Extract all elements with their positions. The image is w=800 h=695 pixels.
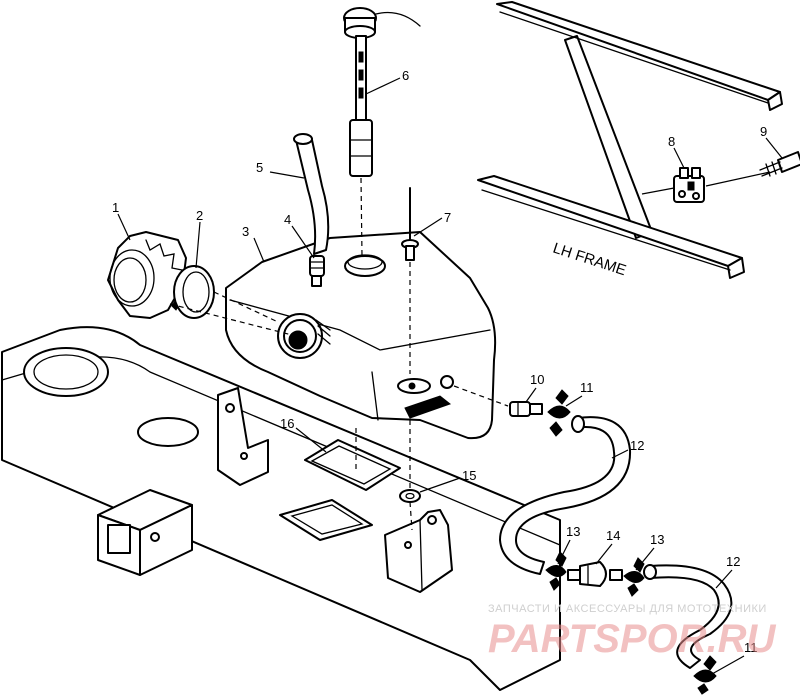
callout-6: 6 (402, 68, 409, 83)
callout-15: 15 (462, 468, 476, 483)
bolt-9 (759, 151, 800, 177)
fitting-10 (509, 401, 543, 417)
callout-11-upper: 11 (580, 380, 594, 395)
fuel-filter-14 (567, 561, 623, 587)
callout-12-upper: 12 (630, 438, 644, 453)
fuel-hose-12-upper (499, 415, 632, 575)
callout-11-lower: 11 (744, 640, 758, 655)
callout-4: 4 (284, 212, 291, 227)
clamp-11-lower (693, 655, 717, 695)
callout-16: 16 (280, 416, 294, 431)
cap-gasket-2 (173, 265, 215, 319)
callout-14: 14 (606, 528, 620, 543)
callout-9: 9 (760, 124, 767, 139)
callout-2: 2 (196, 208, 203, 223)
fuel-tank-3 (225, 231, 497, 440)
vent-tube-7 (401, 187, 419, 261)
callout-3: 3 (242, 224, 249, 239)
watermark-tagline: ЗАПЧАСТИ И АКСЕССУАРЫ ДЛЯ МОТОТЕХНИКИ (488, 603, 767, 615)
bracket-8 (673, 167, 705, 203)
vent-hose-5 (293, 133, 330, 255)
callout-5: 5 (256, 160, 263, 175)
callout-12-lower: 12 (726, 554, 740, 569)
callout-13-right: 13 (650, 532, 664, 547)
callout-13-left: 13 (566, 524, 580, 539)
lh-frame-label: LH FRAME (551, 240, 628, 280)
callout-10: 10 (530, 372, 544, 387)
callout-1: 1 (112, 200, 119, 215)
fuel-hose-12-lower (643, 564, 733, 669)
vent-fitting-4 (309, 255, 325, 287)
fuel-gauge-6 (343, 7, 421, 177)
gas-cap-1 (107, 231, 187, 319)
callout-8: 8 (668, 134, 675, 149)
chassis-skid (1, 326, 561, 691)
callout-7: 7 (444, 210, 451, 225)
lh-frame (477, 1, 783, 279)
watermark-logo: PARTSPOR.RU (488, 617, 777, 661)
washer-15 (399, 489, 421, 503)
clamp-11-upper (547, 389, 571, 437)
